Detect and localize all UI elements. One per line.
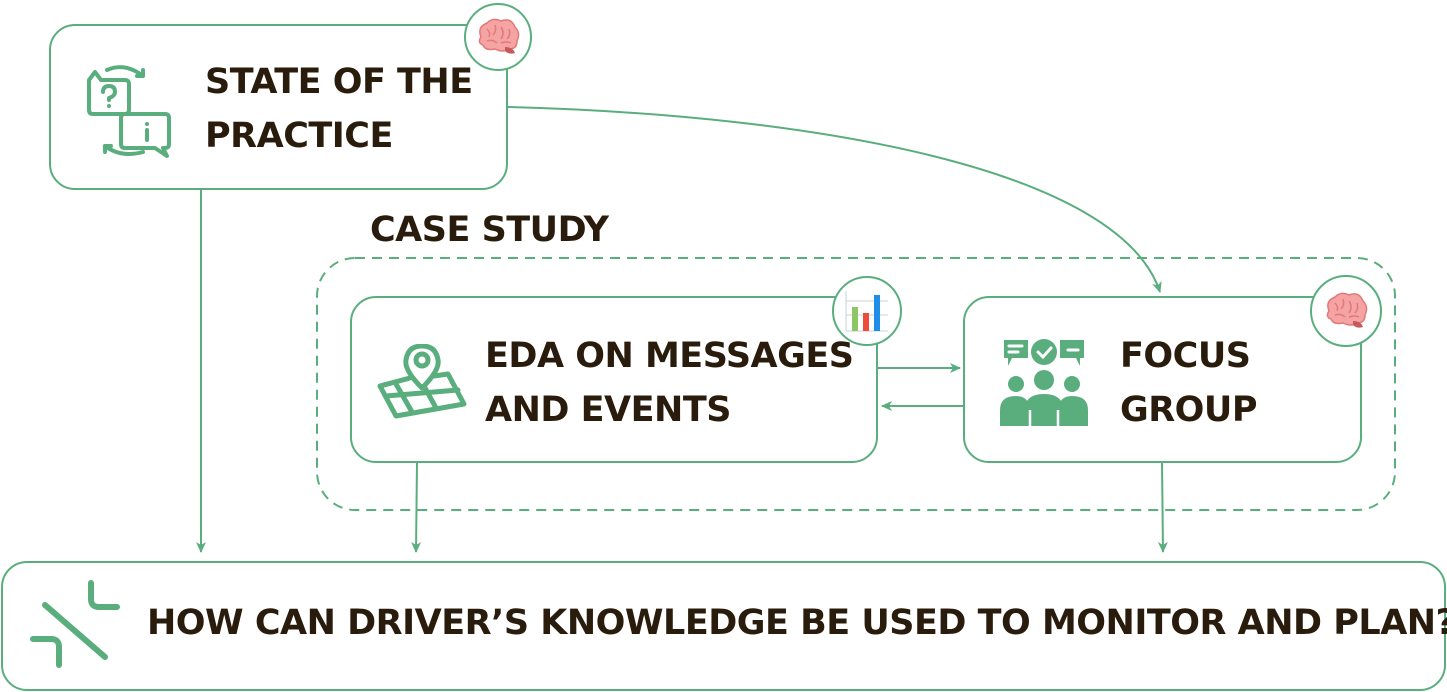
- research-question-text: HOW CAN DRIVER’S KNOWLEDGE BE USED TO MO…: [147, 603, 1447, 643]
- brain-icon: [1326, 292, 1368, 328]
- map-pin-icon: [377, 344, 467, 419]
- state-badge: [464, 3, 532, 71]
- arrow-eda-to-question: [411, 461, 422, 553]
- node-research-question[interactable]: HOW CAN DRIVER’S KNOWLEDGE BE USED TO MO…: [1, 561, 1447, 691]
- state-of-practice-line1: STATE OF THE: [205, 62, 473, 102]
- arrow-state-to-focus: [506, 106, 1162, 293]
- eda-line1: EDA ON MESSAGES: [485, 336, 854, 376]
- node-state-of-practice[interactable]: STATE OF THE PRACTICE: [49, 24, 508, 190]
- focus-group-people-icon: [1000, 339, 1088, 426]
- arrow-focus-to-question: [1157, 461, 1168, 553]
- bar-chart-icon: [845, 291, 888, 332]
- eda-badge: [832, 276, 902, 346]
- question-info-exchange-icon: [87, 65, 171, 158]
- focus-badge: [1310, 275, 1382, 347]
- case-study-container: [316, 257, 1396, 511]
- node-eda[interactable]: EDA ON MESSAGES AND EVENTS: [350, 296, 878, 463]
- eda-line2: AND EVENTS: [485, 390, 731, 430]
- node-focus-group[interactable]: FOCUS GROUP: [963, 296, 1362, 463]
- focus-group-line2: GROUP: [1120, 390, 1258, 430]
- focus-group-line1: FOCUS: [1120, 336, 1251, 376]
- brain-icon: [478, 18, 520, 54]
- converge-arrows-icon: [30, 580, 120, 668]
- case-study-label: CASE STUDY: [370, 210, 609, 250]
- state-of-practice-line2: PRACTICE: [205, 116, 393, 156]
